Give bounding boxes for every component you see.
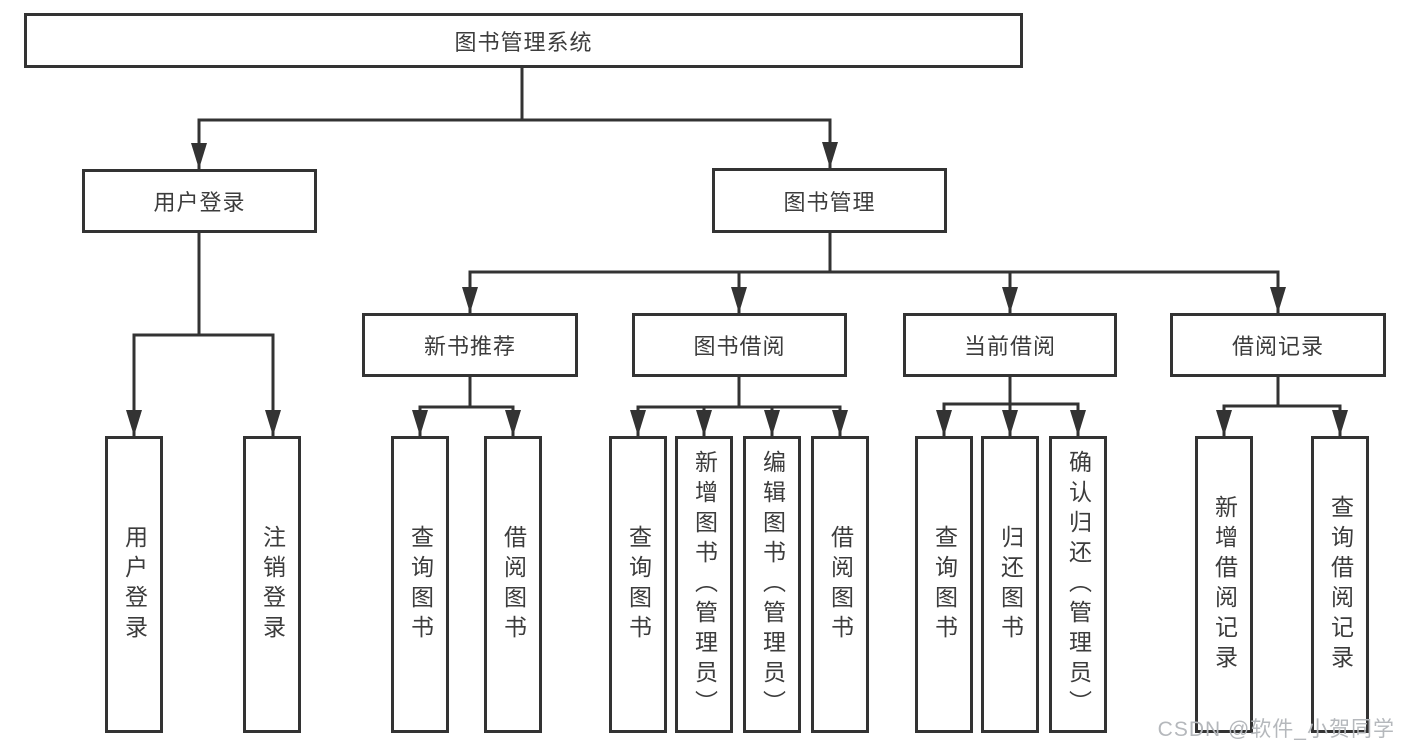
leaf-bb-query-books-label: 查询图书 (625, 524, 652, 645)
leaf-bb-edit-books-admin: 编辑图书（管理员） (743, 436, 801, 733)
leaf-bb-borrow-books: 借阅图书 (811, 436, 869, 733)
leaf-user-login: 用户登录 (105, 436, 163, 733)
node-borrow-records-label: 借阅记录 (1231, 334, 1324, 359)
leaf-rec-query-books-label: 查询图书 (407, 524, 434, 645)
node-current-borrow: 当前借阅 (903, 313, 1117, 377)
node-book-mgmt: 图书管理 (712, 168, 947, 233)
leaf-logout: 注销登录 (243, 436, 301, 733)
node-user-login-label: 用户登录 (153, 190, 246, 215)
leaf-rec-borrow-books-label: 借阅图书 (500, 524, 527, 645)
leaf-cb-query-books-label: 查询图书 (931, 524, 958, 645)
leaf-cb-confirm-return-admin-label: 确认归还（管理员） (1065, 449, 1092, 720)
node-book-borrow: 图书借阅 (632, 313, 847, 377)
leaf-br-query-record: 查询借阅记录 (1311, 436, 1369, 733)
node-user-login: 用户登录 (82, 169, 317, 233)
node-current-borrow-label: 当前借阅 (963, 334, 1056, 359)
leaf-cb-return-books-label: 归还图书 (997, 524, 1024, 645)
node-borrow-records: 借阅记录 (1170, 313, 1386, 377)
leaf-bb-edit-books-admin-label: 编辑图书（管理员） (759, 449, 786, 720)
leaf-bb-add-books-admin: 新增图书（管理员） (675, 436, 733, 733)
leaf-bb-borrow-books-label: 借阅图书 (827, 524, 854, 645)
leaf-rec-query-books: 查询图书 (391, 436, 449, 733)
csdn-watermark: CSDN @软件_小贺同学 (1157, 718, 1395, 741)
leaf-rec-borrow-books: 借阅图书 (484, 436, 542, 733)
leaf-bb-query-books: 查询图书 (609, 436, 667, 733)
leaf-user-login-label: 用户登录 (121, 524, 148, 645)
node-root-label: 图书管理系统 (454, 29, 593, 55)
leaf-br-query-record-label: 查询借阅记录 (1327, 494, 1354, 675)
leaf-cb-confirm-return-admin: 确认归还（管理员） (1049, 436, 1107, 733)
leaf-logout-label: 注销登录 (259, 524, 286, 645)
leaf-br-add-record: 新增借阅记录 (1195, 436, 1253, 733)
leaf-cb-query-books: 查询图书 (915, 436, 973, 733)
leaf-cb-return-books: 归还图书 (981, 436, 1039, 733)
node-root: 图书管理系统 (24, 13, 1023, 68)
leaf-bb-add-books-admin-label: 新增图书（管理员） (691, 449, 718, 720)
leaf-br-add-record-label: 新增借阅记录 (1211, 494, 1238, 675)
node-book-borrow-label: 图书借阅 (693, 334, 786, 359)
node-book-mgmt-label: 图书管理 (783, 189, 876, 215)
node-new-book-rec: 新书推荐 (362, 313, 578, 377)
node-new-book-rec-label: 新书推荐 (423, 334, 516, 359)
